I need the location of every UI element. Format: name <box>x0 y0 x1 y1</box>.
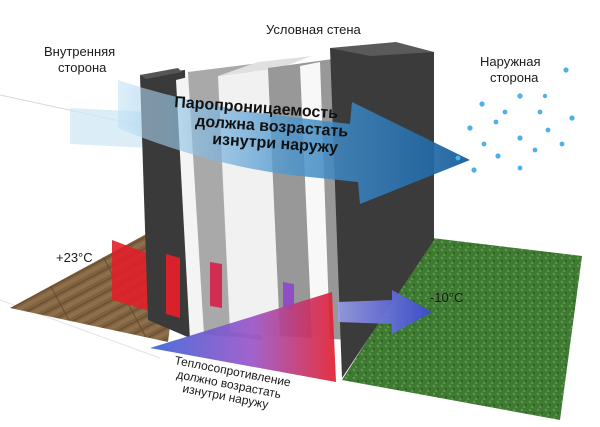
heat-slice-3 <box>283 282 294 310</box>
grass-ground <box>342 238 582 420</box>
outside-label-line1: Наружная <box>480 54 541 69</box>
outside-label-line2: сторона <box>490 70 539 85</box>
heat-resistance-triangle <box>150 292 336 382</box>
wall-layer-1-edge <box>140 68 182 79</box>
wall-layer-4-edge <box>218 56 312 76</box>
inside-label-line2: сторона <box>58 60 107 75</box>
heat-arrow-icon <box>338 290 432 334</box>
heat-slice-2 <box>210 262 222 308</box>
wall-title: Условная стена <box>266 22 362 37</box>
heat-slice-1 <box>166 254 180 318</box>
temp-inside-label: +23°C <box>56 250 93 265</box>
temp-outside-label: -10°C <box>430 290 463 305</box>
wall-layer-7-top <box>330 42 434 56</box>
vapor-arrow-icon <box>118 80 470 204</box>
inside-label-line1: Внутренняя <box>44 44 115 59</box>
water-droplets-icon <box>455 67 575 173</box>
